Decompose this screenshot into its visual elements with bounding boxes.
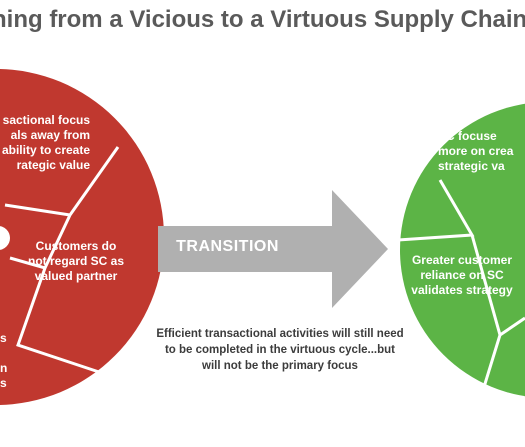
vicious-cycle-circle (0, 69, 164, 405)
diagram-title: ning from a Vicious to a Virtuous Supply… (0, 6, 525, 33)
vicious-label-transactional-focus: sactional focus als away from ability to… (1, 113, 90, 172)
virtuous-cycle-circle (400, 103, 525, 397)
transition-label: TRANSITION (176, 238, 279, 255)
transition-note: Efficient transactional activities will … (156, 328, 404, 372)
transition-arrow (158, 190, 388, 308)
virtuous-cycle-dividers (397, 179, 525, 401)
vicious-cycle-dividers (4, 146, 120, 377)
virtuous-label-sc-focuses: SC focuse more on crea strategic va (438, 129, 514, 173)
vicious-cycle-hub (0, 226, 10, 250)
virtuous-label-customer-reliance: Greater customer reliance on SC validate… (411, 253, 513, 297)
vicious-label-fragment-b: n s (0, 361, 8, 390)
vicious-label-fragment-a: s (0, 331, 7, 345)
vicious-label-customers: Customers do not regard SC as valued par… (27, 239, 125, 283)
